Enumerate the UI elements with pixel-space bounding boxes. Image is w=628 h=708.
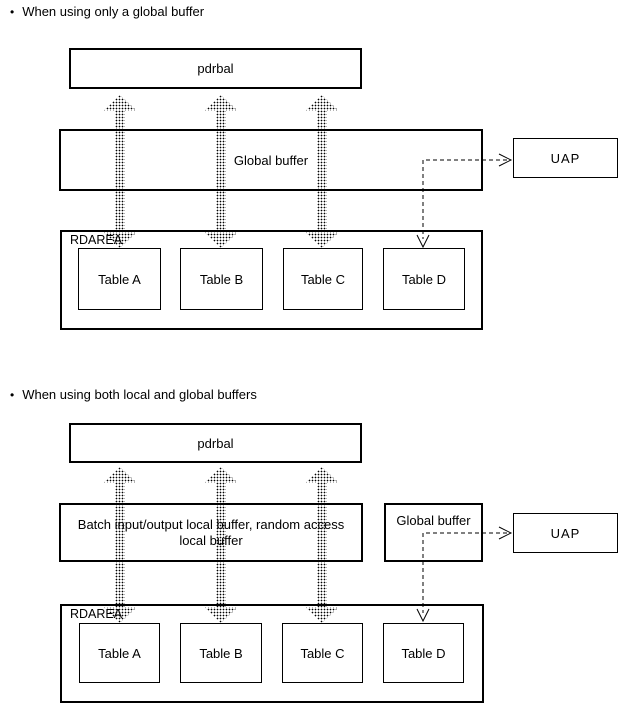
pdrbal-box-2: pdrbal <box>69 423 362 463</box>
pdrbal-label-2: pdrbal <box>197 435 234 451</box>
table-a-label-1: Table A <box>98 271 141 287</box>
uap-label-1: UAP <box>550 150 581 166</box>
pdrbal-label-1: pdrbal <box>197 61 234 76</box>
table-c-label-1: Table C <box>300 271 346 287</box>
diagram2-heading-text: When using both local and global buffers <box>22 387 257 402</box>
table-b-box-2: Table B <box>180 623 262 683</box>
uap-box-1: UAP <box>513 138 618 178</box>
local-buffer-label-line1: Batch input/output local buffer, random … <box>77 516 345 532</box>
global-buffer-box-1: Global buffer <box>59 129 483 191</box>
table-a-box-1: Table A <box>78 248 161 310</box>
table-b-label-2: Table B <box>199 645 243 661</box>
table-c-box-1: Table C <box>283 248 363 310</box>
table-b-box-1: Table B <box>180 248 263 310</box>
table-d-label-1: Table D <box>401 271 447 287</box>
diagram1-heading-text: When using only a global buffer <box>22 4 205 19</box>
diagram2-heading: • When using both local and global buffe… <box>10 387 257 403</box>
global-buffer-label-1: Global buffer <box>233 152 309 168</box>
table-c-box-2: Table C <box>282 623 363 683</box>
table-d-label-2: Table D <box>401 645 446 661</box>
table-c-label-2: Table C <box>300 645 345 661</box>
table-d-box-1: Table D <box>383 248 465 310</box>
open-arrowhead-right-icon <box>498 526 513 540</box>
local-buffer-box: Batch input/output local buffer, random … <box>59 503 363 562</box>
uap-box-2: UAP <box>513 513 618 553</box>
open-arrowhead-right-icon <box>498 153 513 167</box>
table-d-box-2: Table D <box>383 623 464 683</box>
local-buffer-label-line2: local buffer <box>179 532 243 548</box>
bullet-icon: • <box>10 5 15 19</box>
table-a-box-2: Table A <box>79 623 160 683</box>
uap-label-2: UAP <box>550 525 581 541</box>
diagram1-heading: • When using only a global buffer <box>10 4 205 20</box>
bullet-icon: • <box>10 388 15 402</box>
table-a-label-2: Table A <box>98 645 141 661</box>
table-b-label-1: Table B <box>199 271 244 287</box>
global-buffer-box-2: Global buffer <box>384 503 483 562</box>
pdrbal-box-1: pdrbal <box>69 48 362 89</box>
global-buffer-label-2: Global buffer <box>396 513 471 528</box>
